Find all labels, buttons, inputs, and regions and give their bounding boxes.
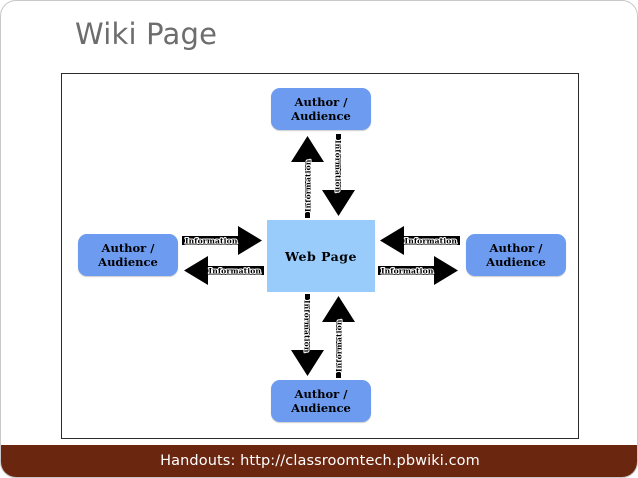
arrow-label-top-up: Information bbox=[304, 159, 313, 212]
node-author-audience-bottom[interactable]: Author / Audience bbox=[271, 380, 371, 422]
footer-handouts-text: Handouts: http://classroomtech.pbwiki.co… bbox=[160, 453, 480, 469]
arrow-down-icon bbox=[291, 294, 324, 376]
page-title: Wiki Page bbox=[75, 17, 218, 51]
node-label: Author / Audience bbox=[291, 387, 351, 415]
footer-bar: Handouts: http://classroomtech.pbwiki.co… bbox=[1, 445, 637, 477]
arrow-down-icon bbox=[322, 134, 355, 216]
node-author-audience-top[interactable]: Author / Audience bbox=[271, 88, 371, 130]
node-label: Web Page bbox=[285, 248, 357, 264]
arrow-label-bottom-down: Information bbox=[302, 300, 311, 353]
node-label: Author / Audience bbox=[98, 241, 158, 269]
node-author-audience-right[interactable]: Author / Audience bbox=[466, 234, 566, 276]
node-author-audience-left[interactable]: Author / Audience bbox=[78, 234, 178, 276]
arrow-label-left-right: Information bbox=[185, 236, 238, 245]
arrow-group-right: Information Information bbox=[378, 226, 460, 286]
arrow-label-left-left: Information bbox=[209, 266, 262, 275]
arrow-right-icon bbox=[378, 256, 458, 285]
arrow-label-right-right: Information bbox=[381, 266, 434, 275]
arrow-right-icon bbox=[182, 226, 262, 255]
node-label: Author / Audience bbox=[291, 95, 351, 123]
node-label: Author / Audience bbox=[486, 241, 546, 269]
arrow-group-top: Information Information bbox=[285, 134, 361, 218]
arrow-label-right-left: Information bbox=[405, 236, 458, 245]
arrow-label-top-down: Information bbox=[333, 140, 342, 193]
arrow-up-icon bbox=[291, 136, 324, 218]
diagram-frame: Author / Audience Author / Audience Auth… bbox=[61, 73, 579, 439]
arrow-left-icon bbox=[184, 256, 264, 285]
node-web-page[interactable]: Web Page bbox=[267, 220, 375, 292]
arrow-label-bottom-up: Information bbox=[335, 319, 344, 372]
arrow-group-bottom: Information Information bbox=[285, 294, 361, 378]
arrow-group-left: Information Information bbox=[182, 226, 264, 286]
arrow-left-icon bbox=[380, 226, 460, 255]
arrow-up-icon bbox=[322, 296, 355, 378]
